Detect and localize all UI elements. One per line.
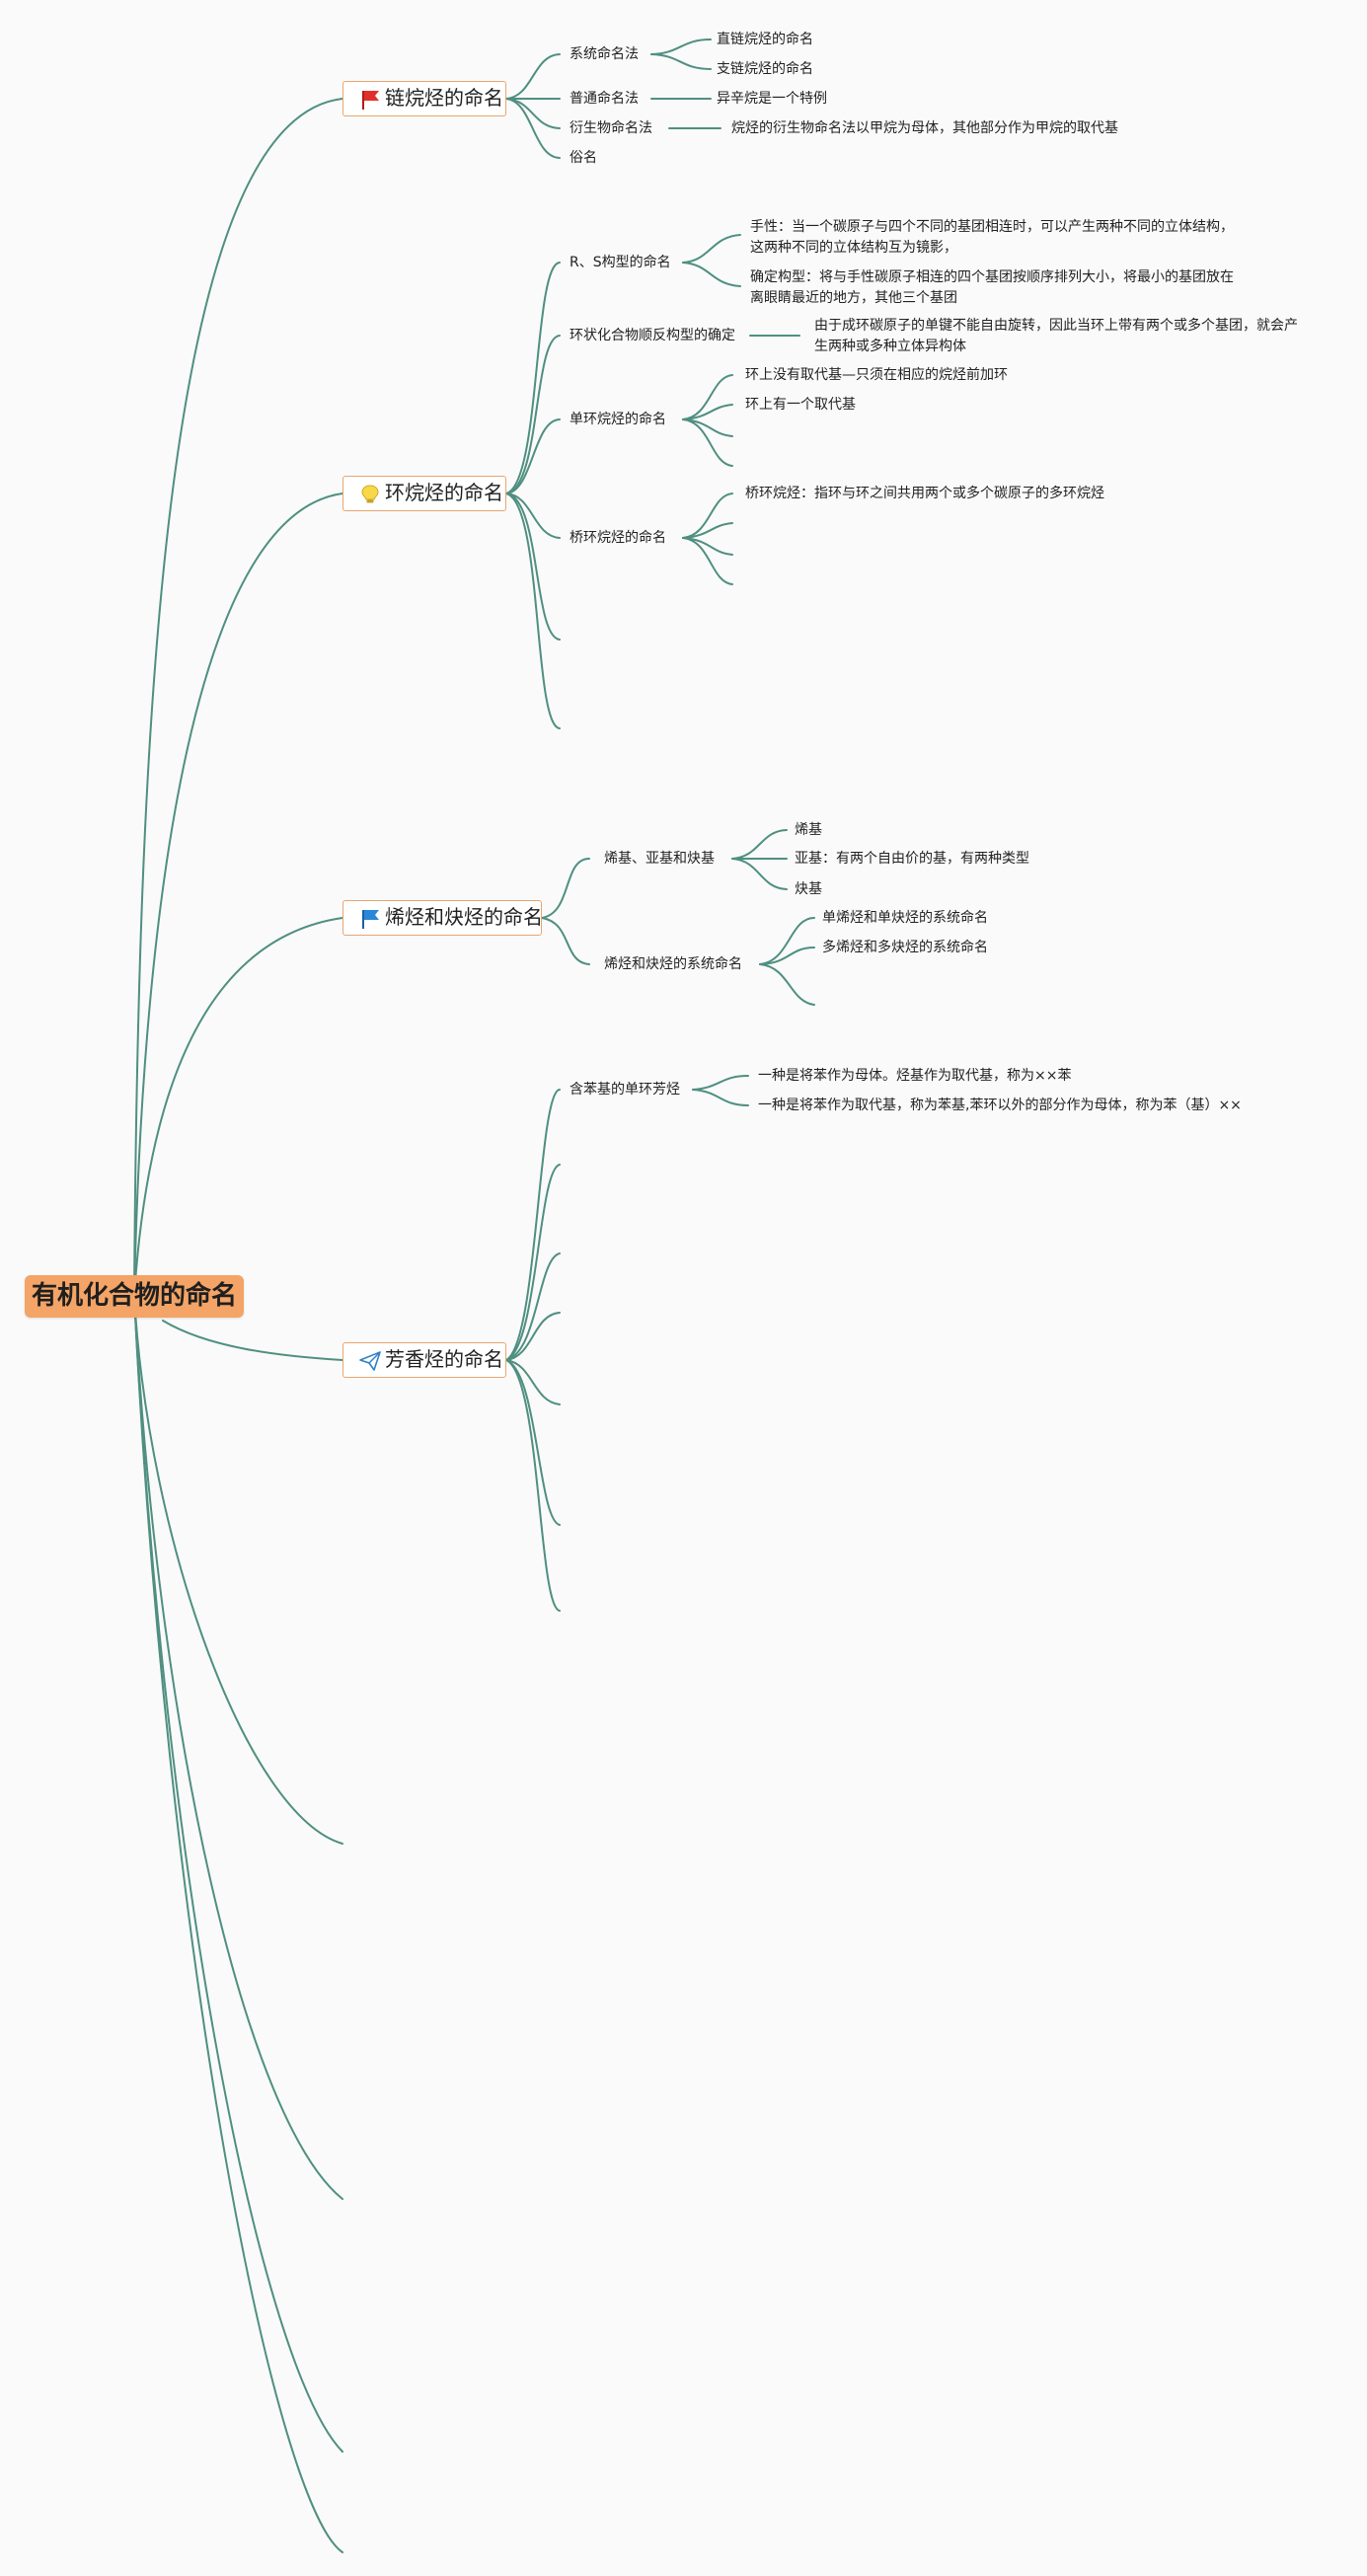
subtopic-phenyl-monocyclic[interactable]: 含苯基的单环芳烃 (570, 1082, 680, 1098)
leaf-benzene-parent[interactable]: 一种是将苯作为母体。烃基作为取代基，称为××苯 (758, 1068, 1072, 1084)
topic-aromatics[interactable]: 芳香烃的命名 (342, 1342, 506, 1378)
red-flag-icon (362, 91, 379, 110)
topic-chain-alkanes[interactable]: 链烷烃的命名 (342, 81, 506, 116)
leaf-isooctane[interactable]: 异辛烷是一个特例 (717, 91, 827, 107)
topic-cycloalkanes[interactable]: 环烷烃的命名 (342, 476, 506, 511)
leaf-derivative-method[interactable]: 烷烃的衍生物命名法以甲烷为母体，其他部分作为甲烷的取代基 (731, 120, 1118, 136)
leaf-ylidene[interactable]: 亚基：有两个自由价的基，有两种类型 (795, 851, 1029, 867)
connector-lines (133, 38, 815, 2553)
leaf-ring-rotation[interactable]: 由于成环碳原子的单键不能自由旋转，因此当环上带有两个或多个基团，就会产生两种或多… (814, 318, 1298, 354)
subtopic-rs-configuration[interactable]: R、S构型的命名 (570, 255, 671, 270)
subtopic-alkene-systematic[interactable]: 烯烃和炔烃的系统命名 (604, 956, 742, 972)
subtopic-bridged[interactable]: 桥环烷烃的命名 (570, 530, 666, 546)
leaf-one-substituent[interactable]: 环上有一个取代基 (745, 397, 856, 413)
subtopic-common-naming[interactable]: 普通命名法 (570, 91, 639, 107)
leaf-alkynyl[interactable]: 炔基 (795, 881, 822, 897)
topic-alkenes-alkynes[interactable]: 烯烃和炔烃的命名 (342, 900, 543, 936)
leaf-determine-configuration[interactable]: 确定构型：将与手性碳原子相连的四个基团按顺序排列大小，将最小的基团放在离眼睛最近… (750, 269, 1234, 306)
leaf-benzene-substituent[interactable]: 一种是将苯作为取代基，称为苯基,苯环以外的部分作为母体，称为苯（基）×× (758, 1098, 1242, 1113)
leaf-chirality[interactable]: 手性：当一个碳原子与四个不同的基团相连时，可以产生两种不同的立体结构，这两种不同… (750, 219, 1234, 256)
blue-flag-icon (362, 910, 379, 929)
lightbulb-icon (361, 485, 379, 503)
leaf-alkenyl[interactable]: 烯基 (795, 822, 822, 838)
leaf-mono-alkene[interactable]: 单烯烃和单炔烃的系统命名 (822, 910, 988, 926)
leaf-no-substituent[interactable]: 环上没有取代基—只须在相应的烷烃前加环 (745, 367, 1008, 383)
subtopic-systematic-naming[interactable]: 系统命名法 (570, 46, 639, 62)
leaf-straight-chain[interactable]: 直链烷烃的命名 (717, 32, 813, 47)
subtopic-derivative-naming[interactable]: 衍生物命名法 (570, 120, 652, 136)
paper-plane-icon (359, 1351, 381, 1371)
leaf-branched-chain[interactable]: 支链烷烃的命名 (717, 61, 813, 77)
subtopic-trivial-name[interactable]: 俗名 (570, 150, 597, 166)
topic-label: 链烷烃的命名 (385, 86, 503, 110)
subtopic-cis-trans[interactable]: 环状化合物顺反构型的确定 (570, 328, 735, 343)
topic-label: 烯烃和炔烃的命名 (385, 905, 543, 929)
subtopic-monocyclic[interactable]: 单环烷烃的命名 (570, 412, 666, 427)
leaf-poly-alkene[interactable]: 多烯烃和多炔烃的系统命名 (822, 940, 988, 955)
topic-label: 环烷烃的命名 (385, 481, 503, 504)
leaf-bridged-definition[interactable]: 桥环烷烃：指环与环之间共用两个或多个碳原子的多环烷烃 (745, 486, 1104, 501)
topic-label: 芳香烃的命名 (385, 1347, 503, 1371)
subtopic-alkenyl-groups[interactable]: 烯基、亚基和炔基 (604, 851, 715, 867)
root-topic[interactable]: 有机化合物的命名 (25, 1275, 244, 1318)
